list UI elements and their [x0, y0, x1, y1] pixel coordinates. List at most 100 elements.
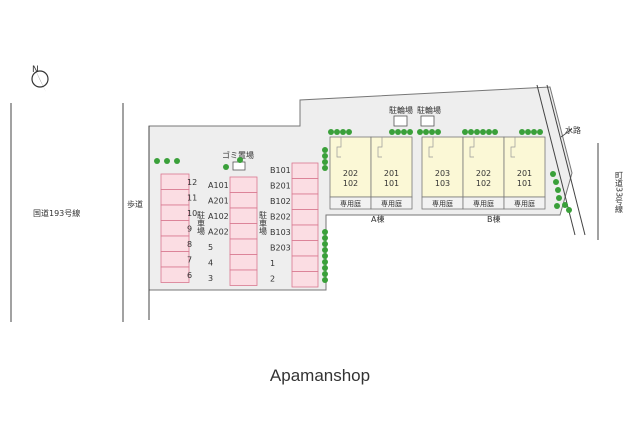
- parking-number: A201: [208, 197, 229, 206]
- parking-label-1: 駐車場: [197, 210, 206, 236]
- parking-number: 5: [208, 243, 213, 252]
- parking-column-right: [291, 162, 319, 288]
- tree-icon: [328, 129, 334, 135]
- waterway-leader: [560, 128, 573, 138]
- parking-space: [291, 178, 319, 195]
- parking-space: [229, 269, 258, 286]
- tree-icon: [322, 165, 328, 171]
- tree-icon: [531, 129, 537, 135]
- sidewalk-label: 歩道: [127, 199, 143, 209]
- unit: [329, 136, 372, 198]
- stair-mark: [428, 137, 434, 158]
- tree-icon: [223, 164, 229, 170]
- north-arrow-icon: N: [31, 65, 49, 92]
- parking-number: 9: [187, 225, 192, 234]
- tree-icon: [322, 235, 328, 241]
- tree-icon: [519, 129, 525, 135]
- tree-icon: [322, 241, 328, 247]
- parking-space: [229, 254, 258, 271]
- tree-icon: [334, 129, 340, 135]
- tree-icon: [407, 129, 413, 135]
- parking-space: [160, 251, 190, 268]
- bicycle-label-2: 駐輪場: [417, 105, 441, 115]
- unit: [370, 136, 413, 198]
- parking-space: [291, 240, 319, 257]
- tree-icon: [237, 157, 243, 163]
- tree-icon: [346, 129, 352, 135]
- tree-icon: [525, 129, 531, 135]
- tree-icon: [480, 129, 486, 135]
- unit-lower: 103: [435, 179, 450, 188]
- tree-icon: [322, 147, 328, 153]
- private-garden: [503, 196, 546, 210]
- parking-column-left: [160, 173, 190, 283]
- waterway-label: 水路: [565, 125, 581, 135]
- unit-upper: 201: [384, 169, 399, 178]
- parking-space: [160, 235, 190, 252]
- unit: [503, 136, 546, 198]
- parking-space: [160, 189, 190, 206]
- unit-upper: 202: [476, 169, 491, 178]
- parking-label-2: 駐車場: [259, 210, 268, 236]
- unit-lower: 101: [517, 179, 532, 188]
- parking-column-middle: [229, 176, 258, 286]
- tree-icon: [555, 187, 561, 193]
- unit-lower: 102: [343, 179, 358, 188]
- garden-label: 専用庭: [514, 199, 535, 208]
- parking-number: 1: [270, 259, 275, 268]
- unit-upper: 203: [435, 169, 450, 178]
- garden-label: 専用庭: [340, 199, 361, 208]
- tree-icon: [468, 129, 474, 135]
- private-garden: [370, 196, 413, 210]
- parking-number: B202: [270, 213, 291, 222]
- unit: [462, 136, 505, 198]
- tree-icon: [562, 202, 568, 208]
- unit-lower: 102: [476, 179, 491, 188]
- tree-icon: [553, 179, 559, 185]
- parking-space: [229, 176, 258, 193]
- tree-icon: [537, 129, 543, 135]
- garden-label: 専用庭: [381, 199, 402, 208]
- parking-number: 2: [270, 275, 275, 284]
- tree-icon: [435, 129, 441, 135]
- tree-icon: [340, 129, 346, 135]
- stair-mark: [510, 137, 516, 158]
- town-road-label: 町道33号線: [615, 171, 624, 213]
- parking-number: 8: [187, 240, 192, 249]
- tree-icon: [322, 277, 328, 283]
- garden-label: 専用庭: [473, 199, 494, 208]
- garden-label: 専用庭: [432, 199, 453, 208]
- tree-icon: [322, 229, 328, 235]
- parking-space: [291, 162, 319, 179]
- tree-icon: [474, 129, 480, 135]
- parking-space: [160, 173, 190, 190]
- parking-number: B102: [270, 197, 291, 206]
- tree-icon: [322, 153, 328, 159]
- bicycle-label-1: 駐輪場: [389, 105, 413, 115]
- parking-number: 6: [187, 271, 192, 280]
- parking-space: [229, 207, 258, 224]
- building-a-name: A棟: [371, 214, 384, 224]
- tree-icon: [395, 129, 401, 135]
- trees: [154, 129, 572, 283]
- north-label: N: [32, 65, 39, 75]
- watermark: Apamanshop: [269, 366, 371, 385]
- unit-lower: 101: [384, 179, 399, 188]
- tree-icon: [154, 158, 160, 164]
- tree-icon: [554, 203, 560, 209]
- parking-space: [291, 224, 319, 241]
- tree-icon: [322, 253, 328, 259]
- waterway-line-2: [546, 84, 586, 236]
- parking-space: [291, 271, 319, 288]
- bicycle-parking: 駐輪場 駐輪場: [389, 105, 441, 127]
- parking-number: 10: [187, 209, 197, 218]
- parking-space: [291, 255, 319, 272]
- unit: [421, 136, 464, 198]
- tree-icon: [322, 247, 328, 253]
